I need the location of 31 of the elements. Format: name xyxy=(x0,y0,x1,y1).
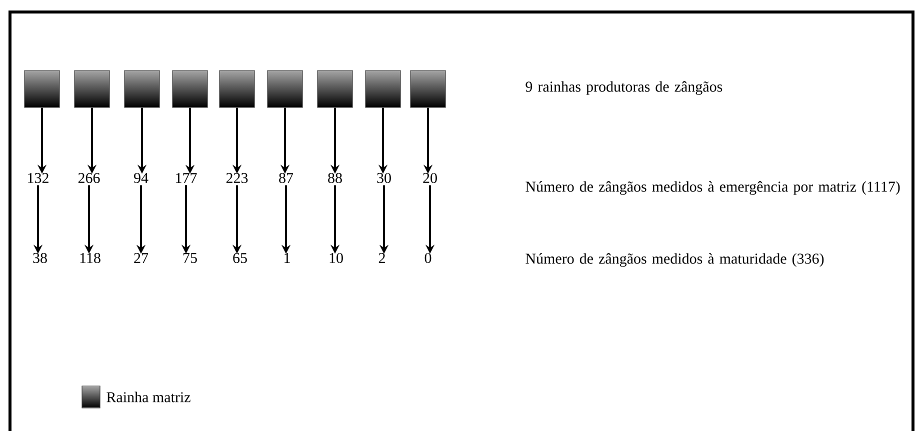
number: 30 xyxy=(377,172,391,184)
number: 118 xyxy=(80,252,100,264)
number: 87 xyxy=(279,172,294,184)
queen-square xyxy=(24,70,60,108)
queen-square xyxy=(365,70,401,108)
label-text: Número de zângãos medidos à emergência por matriz (1117) xyxy=(526,181,900,195)
queen-square xyxy=(219,70,255,108)
label-text: 9 rainhas produtoras de zângãos xyxy=(526,81,722,95)
queen-square xyxy=(172,70,208,108)
number: 10 xyxy=(330,252,343,264)
number: 1 xyxy=(284,253,290,263)
number: 75 xyxy=(184,253,197,263)
number: 88 xyxy=(328,172,342,184)
number: 27 xyxy=(134,253,148,263)
number: 132 xyxy=(28,172,48,184)
number: 266 xyxy=(78,172,100,184)
number: 0 xyxy=(424,252,432,264)
legend-text: Rainha matriz xyxy=(106,392,190,402)
queen-square xyxy=(410,70,446,108)
queen-square xyxy=(317,70,353,108)
number: 65 xyxy=(233,252,247,264)
number: 94 xyxy=(134,172,148,184)
number: 177 xyxy=(176,173,197,183)
queen-square xyxy=(74,70,110,108)
number: 2 xyxy=(378,253,385,263)
queen-square xyxy=(124,70,160,108)
number: 38 xyxy=(33,252,47,264)
number: 20 xyxy=(423,172,437,184)
number: 223 xyxy=(226,172,248,184)
label-text: Número de zângãos medidos à maturidade (336) xyxy=(526,253,824,267)
queen-square xyxy=(267,70,303,108)
